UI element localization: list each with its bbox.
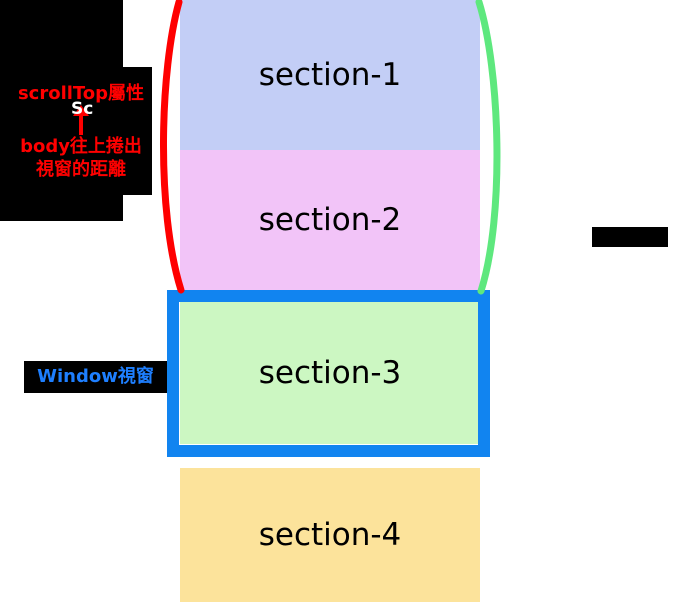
section-block-3: section-3 bbox=[180, 302, 480, 444]
window-callout-label: Window視窗 bbox=[37, 366, 154, 387]
scrolltop-callout-line-2: body往上捲出 bbox=[20, 135, 142, 157]
window-callout: Window視窗 bbox=[24, 361, 167, 393]
scrolltop-callout-line-1: scrollTop屬性 bbox=[17, 82, 145, 104]
section-label-3: section-3 bbox=[258, 355, 402, 391]
section-label-2: section-2 bbox=[258, 202, 402, 238]
scrolltop-callout-line-3: 視窗的距離 bbox=[36, 158, 126, 180]
section-label-4: section-4 bbox=[258, 517, 402, 553]
scrolltop-callout: scrollTop屬性 body往上捲出 視窗的距離 bbox=[10, 67, 152, 195]
section-block-4: section-4 bbox=[180, 468, 480, 602]
left-red-brace-curve bbox=[160, 0, 185, 294]
section-label-1: section-1 bbox=[258, 57, 402, 93]
right-scroll-callout-redaction-bar bbox=[592, 227, 668, 247]
right-scroll-callout-label: Sc bbox=[71, 99, 94, 119]
section-block-2: section-2 bbox=[180, 150, 480, 290]
right-green-brace-curve bbox=[475, 0, 501, 295]
viewport-highlight-frame bbox=[167, 290, 490, 457]
up-arrow-icon bbox=[12, 104, 150, 135]
section-block-1: section-1 bbox=[180, 0, 480, 150]
